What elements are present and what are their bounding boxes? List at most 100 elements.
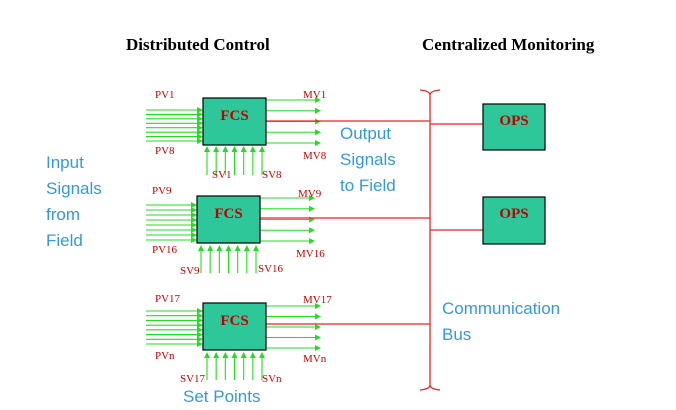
fcs-label: FCS — [220, 108, 248, 124]
pv-first-label: PV17 — [155, 293, 181, 305]
fcs-box — [202, 302, 267, 351]
ops-box — [482, 196, 546, 245]
pv-last-label: PV8 — [155, 145, 175, 157]
output-note-line: Output — [340, 124, 391, 143]
pv-arrow-head — [197, 107, 203, 113]
centralized-monitoring-header: Centralized Monitoring — [422, 35, 595, 54]
distributed-control-header: Distributed Control — [126, 35, 270, 54]
mv-first-label: MV9 — [298, 188, 322, 200]
pv-arrow-head — [197, 115, 203, 122]
pv-arrow-head — [191, 202, 197, 208]
pv-arrow-head — [197, 312, 203, 319]
sv-arrow-head — [259, 352, 265, 358]
fcs-box — [202, 97, 267, 146]
mv-arrow-head — [315, 129, 321, 136]
pv-arrow-head — [197, 120, 203, 127]
sv-arrow-head — [240, 146, 247, 152]
sv-first-label: SV1 — [212, 169, 232, 181]
mv-first-label: MV17 — [303, 294, 332, 306]
set-points-note: Set Points — [183, 387, 261, 406]
pv-arrow-head — [197, 124, 203, 131]
pv-first-label: PV9 — [152, 185, 172, 197]
input-note-line: from — [46, 205, 80, 224]
mv-arrow-head — [315, 334, 321, 341]
mv-arrow-head — [315, 324, 321, 330]
sv-arrow-head — [253, 245, 259, 251]
mv-last-label: MVn — [303, 353, 327, 365]
sv-first-label: SV9 — [180, 265, 200, 277]
mv-arrow-head — [309, 227, 315, 234]
mv-arrow-head — [315, 140, 321, 146]
ops-label: OPS — [499, 206, 528, 222]
pv-arrow-head — [197, 341, 203, 347]
mv-first-label: MV1 — [303, 89, 326, 101]
communication-bus-note: Communication Bus — [442, 299, 560, 344]
sv-arrow-head — [240, 352, 247, 358]
pv-arrow-head — [191, 222, 197, 228]
pv-arrow-head — [197, 138, 203, 144]
sv-arrow-head — [259, 146, 265, 152]
sv-arrow-head — [198, 245, 204, 251]
pv-arrow-head — [197, 308, 203, 314]
mv-arrow-head — [315, 107, 321, 114]
output-signals-note: Output Signals to Field — [340, 124, 396, 195]
bus-bracket-bottom — [429, 384, 441, 391]
sv-arrow-head — [249, 352, 256, 358]
bus-bracket-top — [429, 89, 441, 96]
pv-arrow-head — [197, 326, 203, 333]
mv-last-label: MV8 — [303, 150, 327, 162]
pv-arrow-head — [197, 129, 203, 136]
sv-arrow-head — [207, 245, 214, 251]
mv-arrow-head — [309, 238, 315, 244]
sv-arrow-head — [231, 146, 238, 152]
pv-arrow-head — [191, 212, 197, 218]
pv-arrow-head — [191, 232, 197, 238]
sv-arrow-head — [216, 245, 223, 251]
sv-arrow-head — [213, 146, 220, 152]
mv-arrow-head — [309, 195, 315, 201]
sv-arrow-head — [231, 352, 238, 358]
fcs-box — [196, 195, 261, 244]
output-note-line: to Field — [340, 176, 396, 195]
bus-bracket-top-left — [419, 89, 431, 96]
pv-arrow-head — [197, 111, 203, 118]
pv-arrow-head — [197, 331, 203, 338]
sv-last-label: SVn — [262, 373, 282, 385]
mv-arrow-head — [315, 303, 321, 309]
fcs-label: FCS — [214, 206, 242, 222]
mv-arrow-head — [315, 97, 321, 103]
mv-arrow-head — [309, 205, 315, 212]
sv-last-label: SV8 — [262, 169, 282, 181]
sv-arrow-head — [249, 146, 256, 152]
signal-lines-layer — [146, 89, 483, 391]
mv-arrow-head — [315, 345, 321, 351]
output-note-line: Signals — [340, 150, 396, 169]
sv-last-label: SV16 — [258, 263, 284, 275]
fcs-label: FCS — [220, 313, 248, 329]
sv-arrow-head — [213, 352, 220, 358]
bus-bracket-bottom-left — [419, 384, 431, 391]
sv-arrow-head — [222, 146, 229, 152]
bus-note-line: Bus — [442, 325, 471, 344]
pv-arrow-head — [191, 207, 197, 213]
pv-arrow-head — [191, 217, 197, 223]
sv-arrow-head — [204, 146, 210, 152]
pv-arrow-head — [197, 336, 203, 343]
mv-last-label: MV16 — [296, 248, 325, 260]
ops-box — [482, 103, 546, 151]
pv-last-label: PV16 — [152, 244, 178, 256]
input-note-line: Input — [46, 153, 84, 172]
pv-arrow-head — [191, 237, 197, 243]
pv-arrow-head — [197, 317, 203, 324]
ops-label: OPS — [499, 113, 528, 129]
sv-arrow-head — [204, 352, 210, 358]
pv-arrow-head — [197, 322, 203, 329]
mv-arrow-head — [315, 313, 321, 320]
sv-arrow-head — [225, 245, 232, 251]
pv-arrow-head — [191, 227, 197, 233]
input-signals-note: Input Signals from Field — [46, 153, 102, 250]
sv-arrow-head — [222, 352, 229, 358]
input-note-line: Field — [46, 231, 83, 250]
pv-first-label: PV1 — [155, 89, 175, 101]
